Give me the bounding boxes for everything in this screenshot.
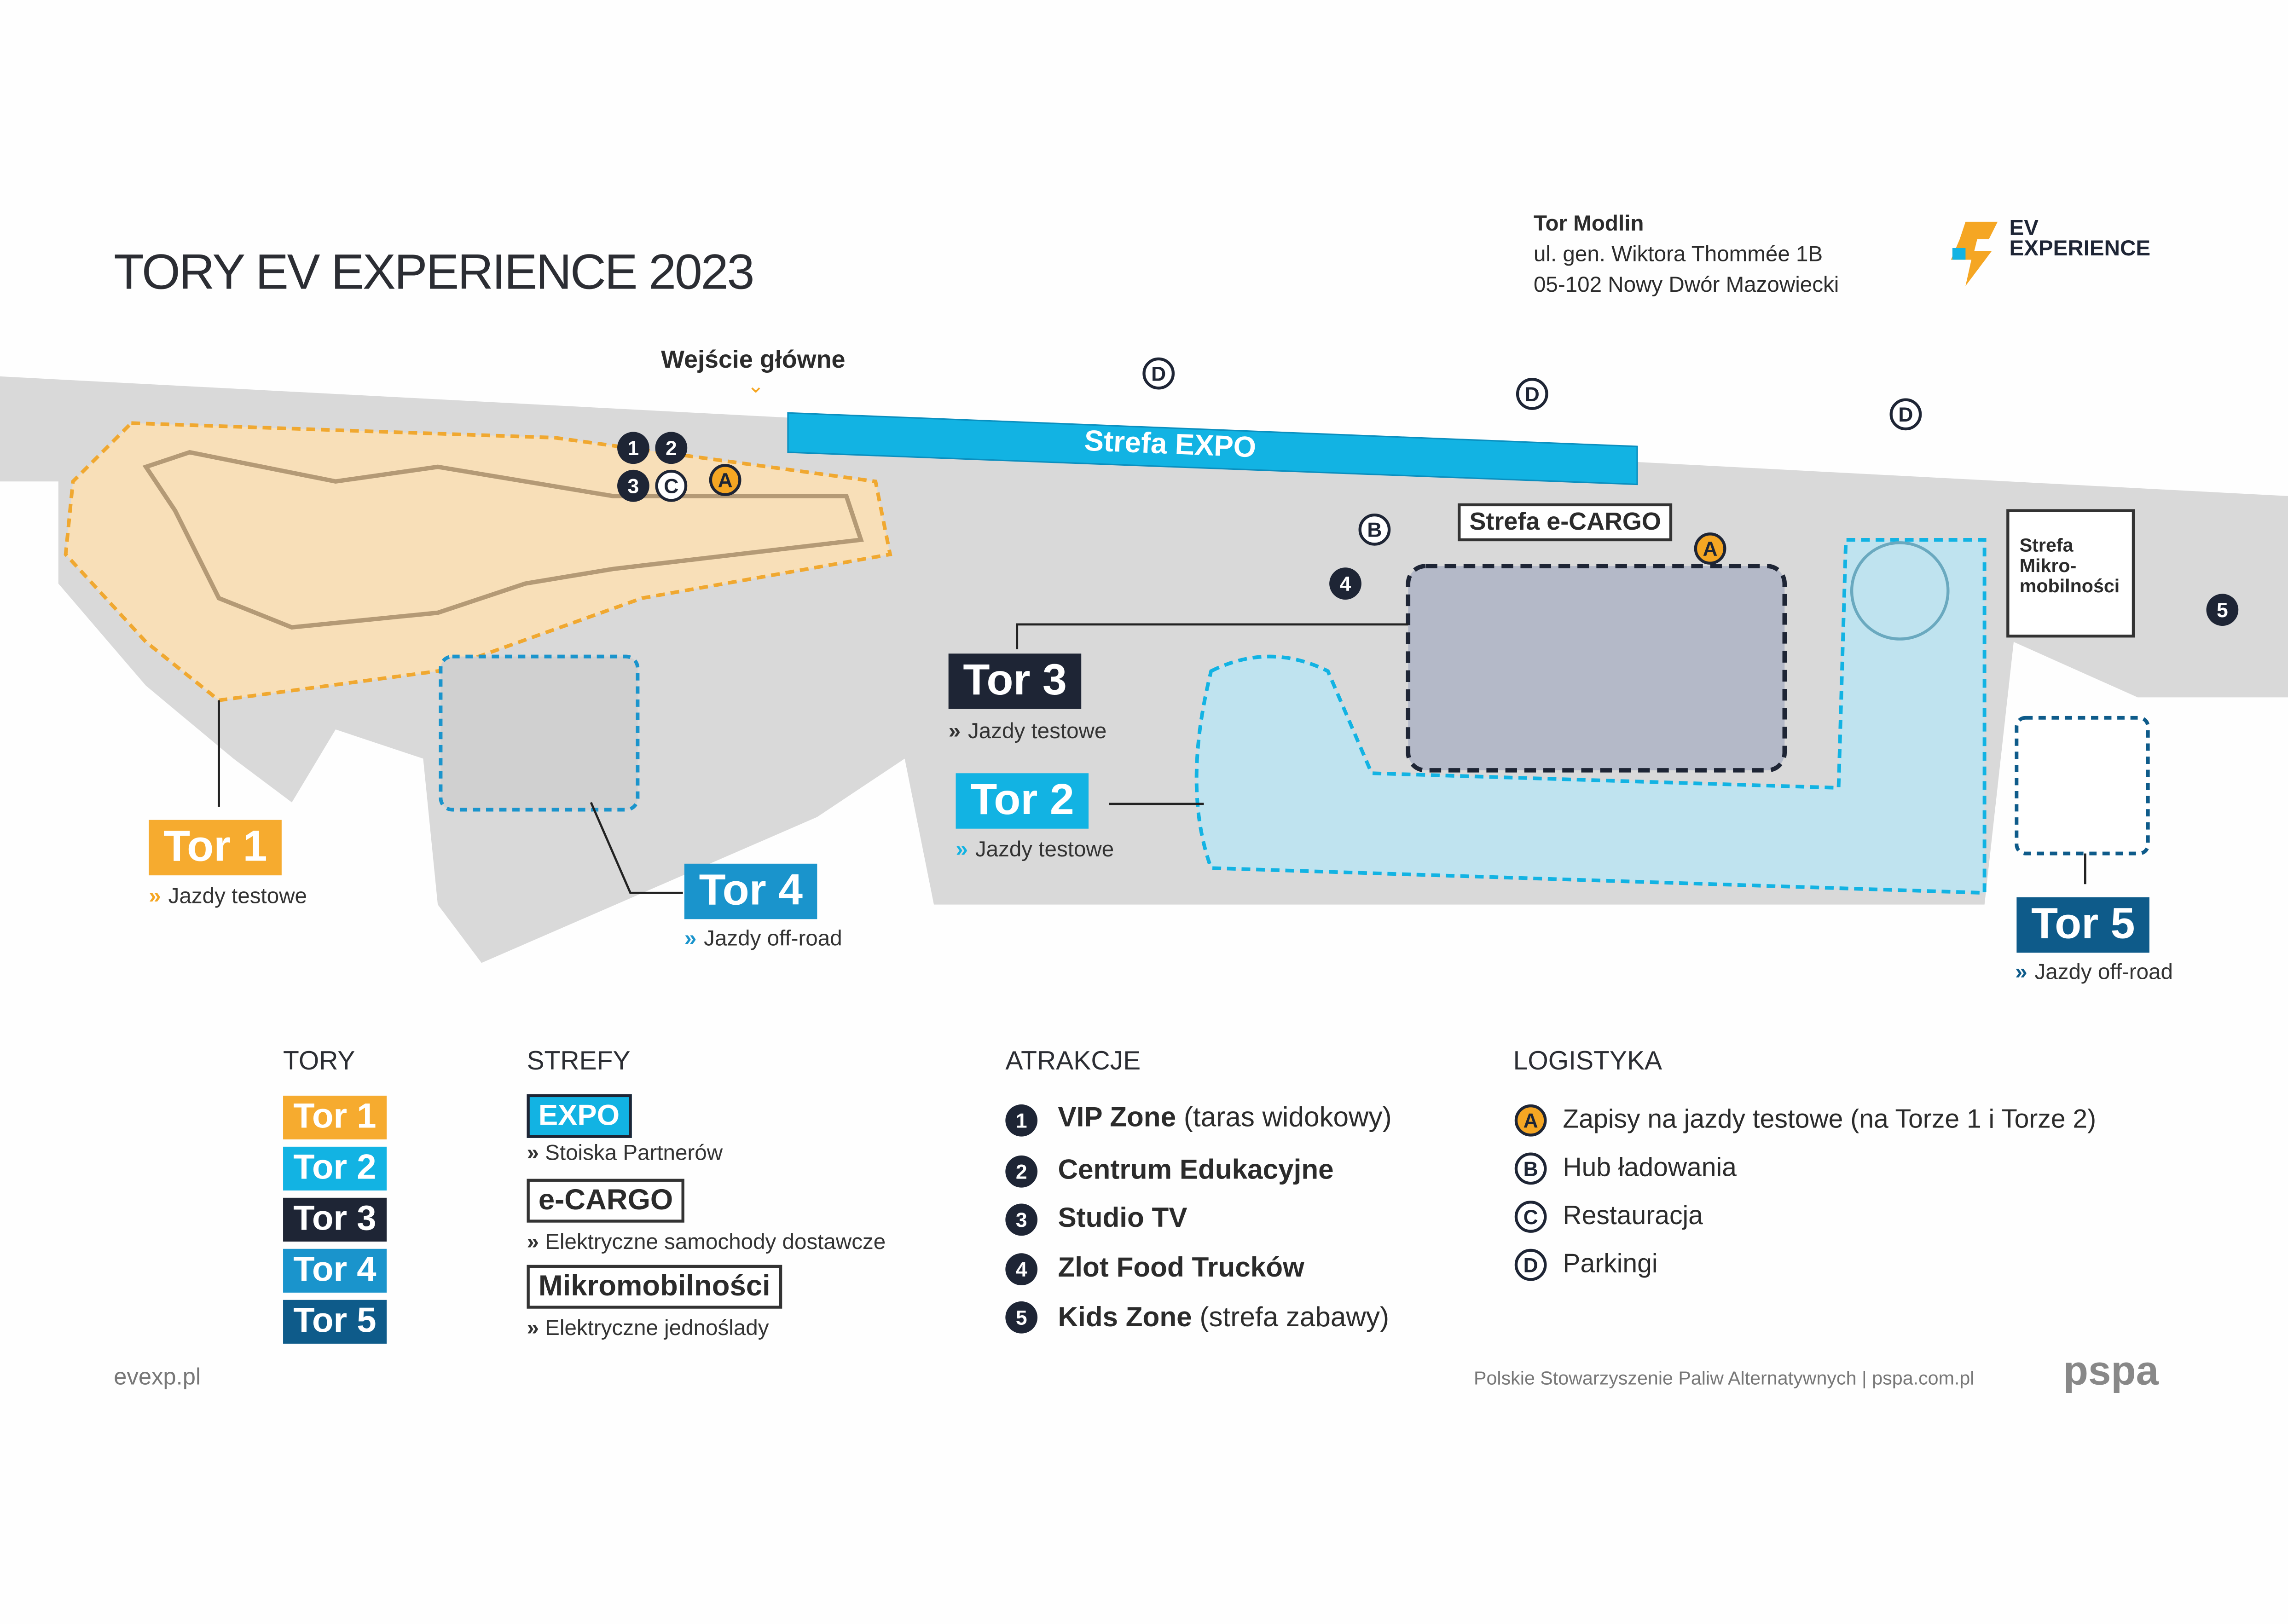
- legend-mikro: Mikromobilności: [527, 1265, 782, 1309]
- marker-2[interactable]: 2: [655, 432, 688, 464]
- mikro-zone-area: [2006, 509, 2135, 638]
- legend-num-3: 3: [1005, 1203, 1038, 1236]
- marker-a-tor1[interactable]: A: [709, 464, 741, 496]
- legend-attraction-1: VIP Zone (taras widokowy): [1058, 1103, 1392, 1134]
- ecargo-zone-label: Strefa e-CARGO: [1458, 503, 1673, 542]
- tor4-area: [439, 654, 640, 812]
- legend-logistics-a: Zapisy na jazdy testowe (na Torze 1 i To…: [1563, 1104, 2097, 1134]
- tor5-sub: »Jazdy off-road: [2015, 960, 2173, 985]
- tor2-tag[interactable]: Tor 2: [956, 773, 1089, 829]
- legend-tor4: Tor 4: [283, 1248, 387, 1293]
- tor2-area: [1194, 538, 1987, 895]
- marker-c[interactable]: C: [655, 469, 688, 502]
- marker-b[interactable]: B: [1358, 513, 1391, 546]
- tor1-tag[interactable]: Tor 1: [149, 820, 282, 876]
- legend-logistics-b: Hub ładowania: [1563, 1152, 1737, 1182]
- venue-name: Tor Modlin: [1533, 211, 1644, 237]
- legend-letter-b: B: [1514, 1152, 1547, 1185]
- entrance-arrow-icon: ⌄: [747, 373, 765, 397]
- website-link[interactable]: evexp.pl: [114, 1365, 201, 1391]
- legend-num-2: 2: [1005, 1155, 1038, 1188]
- legend-logistics-d: Parkingi: [1563, 1248, 1658, 1278]
- legend-ecargo-desc: » Elektryczne samochody dostawcze: [527, 1230, 886, 1255]
- legend-attraction-2: Centrum Edukacyjne: [1058, 1155, 1334, 1186]
- lightning-logo-icon: [1951, 221, 1998, 286]
- marker-d-3[interactable]: D: [1889, 398, 1922, 431]
- marker-a-tor2[interactable]: A: [1694, 532, 1726, 565]
- legend-num-5: 5: [1005, 1301, 1038, 1334]
- legend-letter-d: D: [1514, 1248, 1547, 1281]
- tor5-tag[interactable]: Tor 5: [2016, 897, 2150, 953]
- legend-tor5: Tor 5: [283, 1300, 387, 1344]
- marker-5[interactable]: 5: [2206, 594, 2239, 626]
- legend-num-1: 1: [1005, 1104, 1038, 1137]
- legend-attraction-5: Kids Zone (strefa zabawy): [1058, 1303, 1390, 1334]
- roundabout: [1850, 541, 1950, 641]
- legend-tor2: Tor 2: [283, 1146, 387, 1191]
- page-title: TORY EV EXPERIENCE 2023: [114, 245, 754, 301]
- expo-band: [787, 412, 1638, 485]
- legend-num-4: 4: [1005, 1253, 1038, 1286]
- marker-d-2[interactable]: D: [1516, 378, 1548, 410]
- legend-atrakcje-heading: ATRAKCJE: [1005, 1046, 1141, 1075]
- marker-1[interactable]: 1: [617, 432, 649, 464]
- marker-3[interactable]: 3: [617, 469, 649, 502]
- legend-expo-desc: » Stoiska Partnerów: [527, 1141, 723, 1166]
- legend-expo: EXPO: [527, 1094, 631, 1138]
- tor1-sub: »Jazdy testowe: [149, 884, 307, 909]
- footer-credit: Polskie Stowarzyszenie Paliw Alternatywn…: [1474, 1367, 1975, 1389]
- tor3-sub: »Jazdy testowe: [948, 719, 1107, 744]
- pspa-logo: pspa: [2063, 1348, 2159, 1393]
- expo-band-label: Strefa EXPO: [1083, 425, 1257, 465]
- venue-city: 05-102 Nowy Dwór Mazowiecki: [1533, 272, 1839, 298]
- legend-letter-a: A: [1514, 1104, 1547, 1137]
- tor3-area: [1406, 564, 1787, 773]
- legend-logistics-c: Restauracja: [1563, 1201, 1703, 1230]
- logo-line-1: EV: [2009, 216, 2039, 241]
- legend-attraction-3: Studio TV: [1058, 1203, 1187, 1235]
- logo-line-2: EXPERIENCE: [2009, 236, 2151, 261]
- venue-address: Tor Modlin ul. gen. Wiktora Thommée 1B 0…: [1534, 208, 1839, 301]
- legend-tor1: Tor 1: [283, 1095, 387, 1140]
- legend-tory-heading: TORY: [283, 1046, 355, 1075]
- pspa-link[interactable]: pspa.com.pl: [1872, 1367, 1975, 1389]
- legend-mikro-desc: » Elektryczne jednoślady: [527, 1316, 769, 1341]
- legend-attraction-4: Zlot Food Trucków: [1058, 1253, 1304, 1284]
- tor3-tag[interactable]: Tor 3: [948, 653, 1082, 709]
- main-entrance-label: Wejście główne: [661, 346, 846, 374]
- marker-d-1[interactable]: D: [1142, 357, 1175, 390]
- tor2-sub: »Jazdy testowe: [956, 837, 1114, 862]
- tor1-circuit-line: [142, 450, 864, 630]
- tor4-sub: »Jazdy off-road: [684, 926, 842, 952]
- legend-letter-c: C: [1514, 1201, 1547, 1233]
- tor5-area: [2015, 716, 2150, 855]
- tor4-tag[interactable]: Tor 4: [684, 863, 817, 919]
- venue-street: ul. gen. Wiktora Thommée 1B: [1533, 242, 1823, 267]
- legend-logistyka-heading: LOGISTYKA: [1513, 1046, 1662, 1075]
- marker-4[interactable]: 4: [1329, 567, 1361, 600]
- legend-strefy-heading: STREFY: [527, 1046, 631, 1075]
- legend-ecargo: e-CARGO: [527, 1179, 685, 1223]
- mikro-zone-label: Strefa Mikro-mobilności: [2019, 534, 2120, 597]
- legend-tor3: Tor 3: [283, 1197, 387, 1242]
